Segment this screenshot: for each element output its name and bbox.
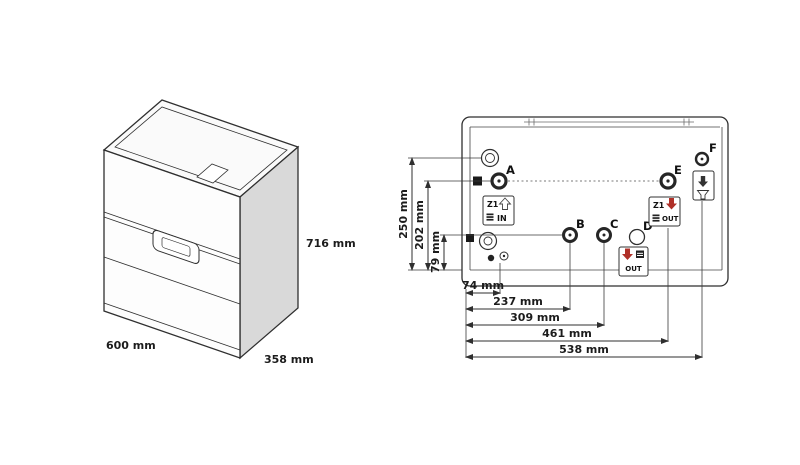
iso-width-label: 600 mm — [106, 339, 156, 352]
tap-icon — [636, 250, 644, 258]
vdim-250-label: 250 mm — [397, 189, 410, 239]
connection-d-label: D — [643, 219, 653, 233]
hdim-461-label: 461 mm — [542, 327, 592, 340]
zone1-inlet-box: Z1 IN — [482, 195, 515, 226]
hydraulic-cluster — [466, 231, 509, 262]
connection-c: C — [596, 217, 618, 243]
connection-c-label: C — [610, 217, 618, 231]
connection-a: A — [473, 163, 515, 190]
zone1-inlet-zone-label: Z1 — [487, 200, 499, 209]
terminal-block-icon-2 — [466, 234, 474, 242]
outlet-dir-label: OUT — [625, 265, 642, 273]
connection-b-label: B — [576, 217, 585, 231]
zone1-outlet-dir-label: OUT — [662, 215, 679, 223]
hdim-538-label: 538 mm — [559, 343, 609, 356]
flue-connection — [480, 148, 500, 168]
iso-depth-label: 358 mm — [264, 353, 314, 366]
boiler-unit-3d — [102, 99, 300, 360]
zone1-outlet-zone-label: Z1 — [653, 201, 665, 210]
vdim-79-label: 79 mm — [429, 231, 442, 273]
drain-box — [692, 170, 715, 201]
funnel-icon — [696, 190, 710, 200]
vdim-202-label: 202 mm — [413, 200, 426, 250]
unit-outline — [461, 116, 729, 287]
hdim-74-label: 74 mm — [462, 279, 504, 292]
outlet-box: OUT — [618, 246, 649, 277]
bottom-view: A E F B C D — [397, 116, 729, 360]
connection-f: F — [694, 141, 717, 167]
connection-e: E — [659, 163, 682, 190]
control-display — [152, 229, 200, 264]
down-arrow-icon — [666, 198, 677, 210]
hdim-237-label: 237 mm — [493, 295, 543, 308]
connection-e-label: E — [674, 163, 682, 177]
panel-inner-lines — [469, 126, 723, 271]
down-arrow-icon — [622, 248, 633, 260]
up-arrow-icon — [498, 197, 512, 210]
iso-height-label: 716 mm — [306, 237, 356, 250]
mounting-bracket — [524, 118, 694, 126]
isometric-view: 716 mm 600 mm 358 mm — [102, 99, 356, 366]
connection-f-label: F — [709, 141, 717, 155]
fitting-icon — [652, 214, 660, 222]
hdim-309-label: 309 mm — [510, 311, 560, 324]
horizontal-dimensions: 74 mm 237 mm 309 mm 461 mm 538 mm — [462, 201, 703, 360]
fitting-icon — [486, 213, 494, 221]
connection-b: B — [562, 217, 585, 243]
connection-d: D — [628, 219, 653, 246]
flue-opening — [196, 163, 229, 184]
zone1-outlet-box: Z1 OUT — [648, 196, 681, 227]
zone1-inlet-dir-label: IN — [497, 214, 507, 223]
down-arrow-icon — [698, 176, 708, 187]
connection-a-label: A — [506, 163, 515, 177]
vertical-dimensions: 250 mm 202 mm 79 mm — [397, 157, 563, 273]
